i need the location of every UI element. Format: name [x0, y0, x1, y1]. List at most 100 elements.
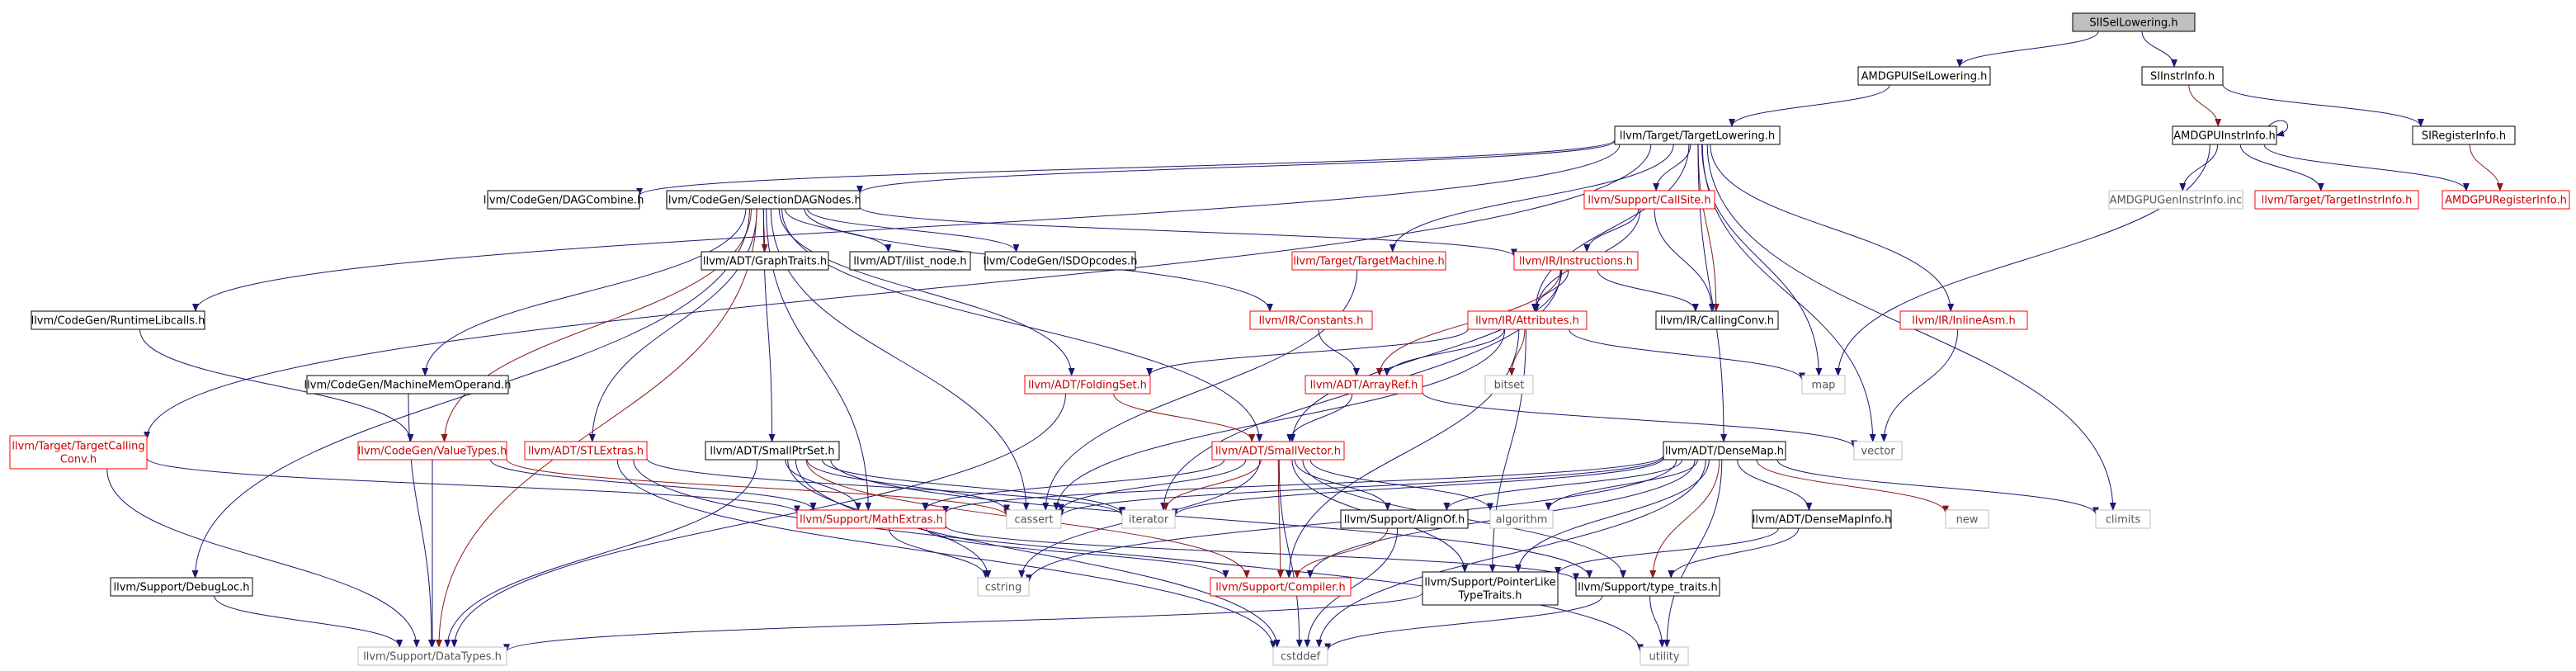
node-runtimelibcalls[interactable]: llvm/CodeGen/RuntimeLibcalls.h [31, 310, 205, 330]
node-algorithm[interactable]: algorithm [1489, 509, 1554, 529]
node-inlineasm[interactable]: llvm/IR/InlineAsm.h [1899, 310, 2028, 330]
node-densemap[interactable]: llvm/ADT/DenseMap.h [1663, 441, 1786, 461]
node-box [1249, 310, 1373, 330]
node-box [110, 577, 253, 597]
node-machinememop[interactable]: llvm/CodeGen/MachineMemOperand.h [304, 375, 512, 395]
node-bitset[interactable]: bitset [1484, 375, 1534, 395]
node-siregisterinfo[interactable]: SIRegisterInfo.h [2412, 125, 2516, 145]
node-box [1121, 509, 1176, 529]
node-box [357, 441, 507, 461]
edge-alignof-to-compiler [1294, 527, 1389, 579]
node-climits[interactable]: climits [2095, 509, 2151, 529]
edge-densemap-to-alignof [1443, 459, 1683, 511]
node-graphtraits[interactable]: llvm/ADT/GraphTraits.h [701, 251, 829, 271]
edge-densemapinfo-to-pointerlike [1555, 527, 1779, 575]
node-compiler[interactable]: llvm/Support/Compiler.h [1210, 577, 1352, 597]
node-root[interactable]: SIISelLowering.h [2072, 12, 2196, 32]
node-box [9, 435, 148, 470]
edge-smallvector-to-compiler [1276, 459, 1284, 579]
node-cstddef[interactable]: cstddef [1272, 646, 1328, 666]
node-box [666, 190, 861, 210]
node-label: map [1812, 380, 1836, 392]
node-box [1853, 441, 1903, 461]
edge-pointerlike-to-datatypes [503, 592, 1423, 653]
node-arrayref[interactable]: llvm/ADT/ArrayRef.h [1305, 375, 1423, 395]
node-attributes[interactable]: llvm/IR/Attributes.h [1467, 310, 1588, 330]
edge-smallvector-to-cassert [1058, 459, 1247, 513]
node-dagcombine[interactable]: llvm/CodeGen/DAGCombine.h [484, 190, 644, 210]
node-cassert[interactable]: cassert [1006, 509, 1062, 529]
edge-smallptrset-to-typetraits [830, 459, 1593, 579]
edge-typetraits-to-cstddef [1324, 595, 1603, 652]
node-typetraits[interactable]: llvm/Support/type_traits.h [1575, 577, 1720, 597]
node-ilistnode[interactable]: llvm/ADT/ilist_node.h [849, 251, 971, 271]
node-seldagnodes[interactable]: llvm/CodeGen/SelectionDAGNodes.h [665, 190, 861, 210]
node-label: llvm/Support/DebugLoc.h [114, 582, 250, 594]
node-vector[interactable]: vector [1853, 441, 1903, 461]
node-debugloc[interactable]: llvm/Support/DebugLoc.h [110, 577, 253, 597]
node-targetlowering[interactable]: llvm/Target/TargetLowering.h [1614, 125, 1781, 145]
node-label: iterator [1129, 514, 1169, 527]
edge-densemap-to-new [1756, 459, 1949, 514]
node-iterator[interactable]: iterator [1121, 509, 1176, 529]
node-datatypes[interactable]: llvm/Support/DataTypes.h [357, 646, 507, 666]
node-new[interactable]: new [1945, 509, 1989, 529]
node-box [1484, 375, 1534, 395]
edge-instructions-to-smallvector [1289, 269, 1563, 442]
node-box [1024, 375, 1151, 395]
node-label: llvm/Target/TargetMachine.h [1293, 256, 1445, 268]
node-targetinstrinfo[interactable]: llvm/Target/TargetInstrInfo.h [2254, 190, 2419, 210]
node-alignof[interactable]: llvm/Support/AlignOf.h [1340, 509, 1469, 529]
node-siinstrinfo[interactable]: SIInstrInfo.h [2141, 66, 2224, 86]
edge-densemap-to-cassert [1058, 456, 1664, 517]
node-stlextras[interactable]: llvm/ADT/STLExtras.h [524, 441, 648, 461]
edge-callsite-to-instructions [1583, 208, 1639, 253]
node-valuetypes[interactable]: llvm/CodeGen/ValueTypes.h [357, 441, 507, 461]
node-box [977, 577, 1030, 597]
node-box [1513, 251, 1639, 271]
node-smallvector[interactable]: llvm/ADT/SmallVector.h [1211, 441, 1345, 461]
edge-seldagnodes-to-datatypes [435, 208, 757, 648]
node-amdgpugeninstr[interactable]: AMDGPUGenInstrInfo.inc [2108, 190, 2243, 210]
node-label: llvm/CodeGen/ValueTypes.h [358, 446, 507, 458]
edge-attributes-to-cassert [1053, 328, 1506, 511]
node-cstring[interactable]: cstring [977, 577, 1030, 597]
node-amdgpureginfo[interactable]: AMDGPURegisterInfo.h [2442, 190, 2570, 210]
edge-smallptrset-to-cstddef [795, 459, 1281, 648]
node-amdgpuinstrinfo[interactable]: AMDGPUInstrInfo.h [2172, 125, 2277, 145]
node-constants[interactable]: llvm/IR/Constants.h [1249, 310, 1373, 330]
edge-densemap-to-cstddef [1315, 459, 1706, 648]
edge-targetlowering-to-callsite [1653, 144, 1691, 191]
node-map[interactable]: map [1801, 375, 1846, 395]
node-box [2108, 190, 2243, 210]
node-label: llvm/CodeGen/ISDOpcodes.h [983, 256, 1137, 268]
node-label: llvm/ADT/STLExtras.h [528, 446, 644, 458]
node-box [701, 251, 829, 271]
edge-arrayref-to-smallvector [1286, 393, 1353, 442]
node-label: climits [2106, 514, 2141, 527]
node-smallptrset[interactable]: llvm/ADT/SmallPtrSet.h [705, 441, 840, 461]
node-box [1899, 310, 2028, 330]
node-label: llvm/ADT/FoldingSet.h [1028, 380, 1147, 392]
node-mathextras[interactable]: llvm/Support/MathExtras.h [796, 509, 946, 529]
node-label: llvm/CodeGen/RuntimeLibcalls.h [31, 315, 205, 328]
node-foldingset[interactable]: llvm/ADT/FoldingSet.h [1024, 375, 1151, 395]
node-instructions[interactable]: llvm/IR/Instructions.h [1513, 251, 1639, 271]
edge-typetraits-to-utility [1649, 595, 1666, 648]
edge-amdgpuisel-to-targetlowering [1729, 84, 1890, 127]
node-amdgpuisel[interactable]: AMDGPUISelLowering.h [1857, 66, 1991, 86]
node-isdopcodes[interactable]: llvm/CodeGen/ISDOpcodes.h [983, 251, 1138, 271]
node-box [1340, 509, 1469, 529]
node-utility[interactable]: utility [1639, 646, 1689, 666]
node-callingconv[interactable]: llvm/IR/CallingConv.h [1655, 310, 1779, 330]
edge-mathextras-to-compiler [926, 527, 1229, 579]
edge-amdgpuinstrinfo-to-amdgpuinstrinfo [2267, 120, 2288, 137]
edge-debugloc-to-datatypes [214, 595, 403, 648]
node-targetmachine[interactable]: llvm/Target/TargetMachine.h [1291, 251, 1446, 271]
edge-attributes-to-arrayref [1383, 328, 1505, 376]
node-callsite[interactable]: llvm/Support/CallSite.h [1583, 190, 1715, 210]
node-box [984, 251, 1136, 271]
node-densemapinfo[interactable]: llvm/ADT/DenseMapInfo.h [1752, 509, 1892, 529]
